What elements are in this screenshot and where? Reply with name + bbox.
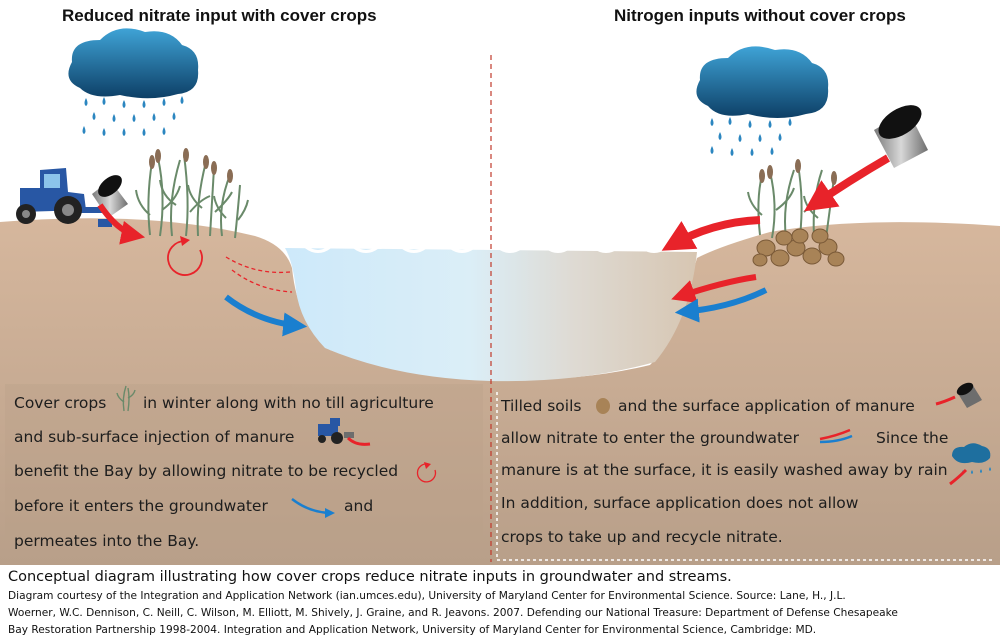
right-text-line: Tilled soils [501, 397, 582, 415]
tractor-icon [318, 418, 371, 446]
figure-credit: Woerner, W.C. Dennison, C. Neill, C. Wil… [8, 607, 898, 619]
right-text-line: manure is at the surface, it is easily w… [501, 461, 948, 479]
right-panel-title: Nitrogen inputs without cover crops [614, 6, 906, 25]
groundwater-arrow-icon [224, 294, 308, 337]
seed-heads [149, 148, 233, 183]
left-text-line: in winter along with no till agriculture [143, 394, 434, 412]
recycle-arrow-icon [416, 462, 437, 483]
groundwater-arrow-icon [674, 287, 768, 323]
right-text-line: Since the [876, 429, 949, 447]
rain-drops-icon [82, 96, 184, 136]
tractor-icon [16, 168, 115, 227]
tilled-soil-icon [752, 228, 845, 267]
right-text-line: crops to take up and recycle nitrate. [501, 528, 783, 546]
manure-bucket-icon [935, 382, 982, 408]
left-panel-title: Reduced nitrate input with cover crops [62, 6, 377, 25]
left-text-line: benefit the Bay by allowing nitrate to b… [14, 462, 399, 480]
right-text-line: In addition, surface application does no… [501, 494, 859, 512]
nitrate-groundwater-arrow [671, 274, 757, 303]
left-text-line: and [344, 497, 374, 515]
rain-drops-icon [710, 117, 792, 156]
cover-crop-icon [135, 154, 249, 239]
left-text-line: Cover crops [14, 394, 107, 412]
tilled-soil-icon [596, 398, 610, 414]
cover-crop-icon [116, 385, 136, 412]
left-text-line: permeates into the Bay. [14, 532, 200, 550]
figure-credit: Diagram courtesy of the Integration and … [8, 590, 846, 602]
right-text-line: and the surface application of manure [618, 397, 915, 415]
right-text-panel [496, 392, 994, 561]
water-surface-waves [281, 241, 691, 253]
manure-surface-arrow [804, 154, 891, 212]
bay-water [285, 248, 697, 382]
left-text-panel [5, 384, 483, 556]
manure-injection-arrow [97, 203, 146, 245]
groundwater-arrow-icon [819, 428, 853, 444]
manure-bucket-icon [92, 175, 128, 218]
figure-credit: Bay Restoration Partnership 1998-2004. I… [8, 624, 817, 636]
cloud-icon [696, 46, 829, 118]
manure-bucket-icon [874, 105, 928, 168]
cloud-icon [68, 28, 199, 99]
runoff-arrow [661, 216, 761, 251]
rain-cloud-icon [949, 443, 991, 486]
cover-crop-scene [0, 28, 1000, 565]
soil-ground-right [292, 222, 1000, 565]
left-text-line: and sub-surface injection of manure [14, 428, 295, 446]
right-text-line: allow nitrate to enter the groundwater [501, 429, 799, 447]
recycle-arrow-icon [167, 236, 203, 276]
soil-ground [0, 218, 292, 565]
seed-heads [759, 159, 837, 185]
groundwater-arrow-icon [291, 498, 335, 518]
figure-caption: Conceptual diagram illustrating how cove… [8, 569, 732, 585]
left-text-line: before it enters the groundwater [14, 497, 268, 515]
nitrate-leach-arrow [231, 269, 293, 293]
